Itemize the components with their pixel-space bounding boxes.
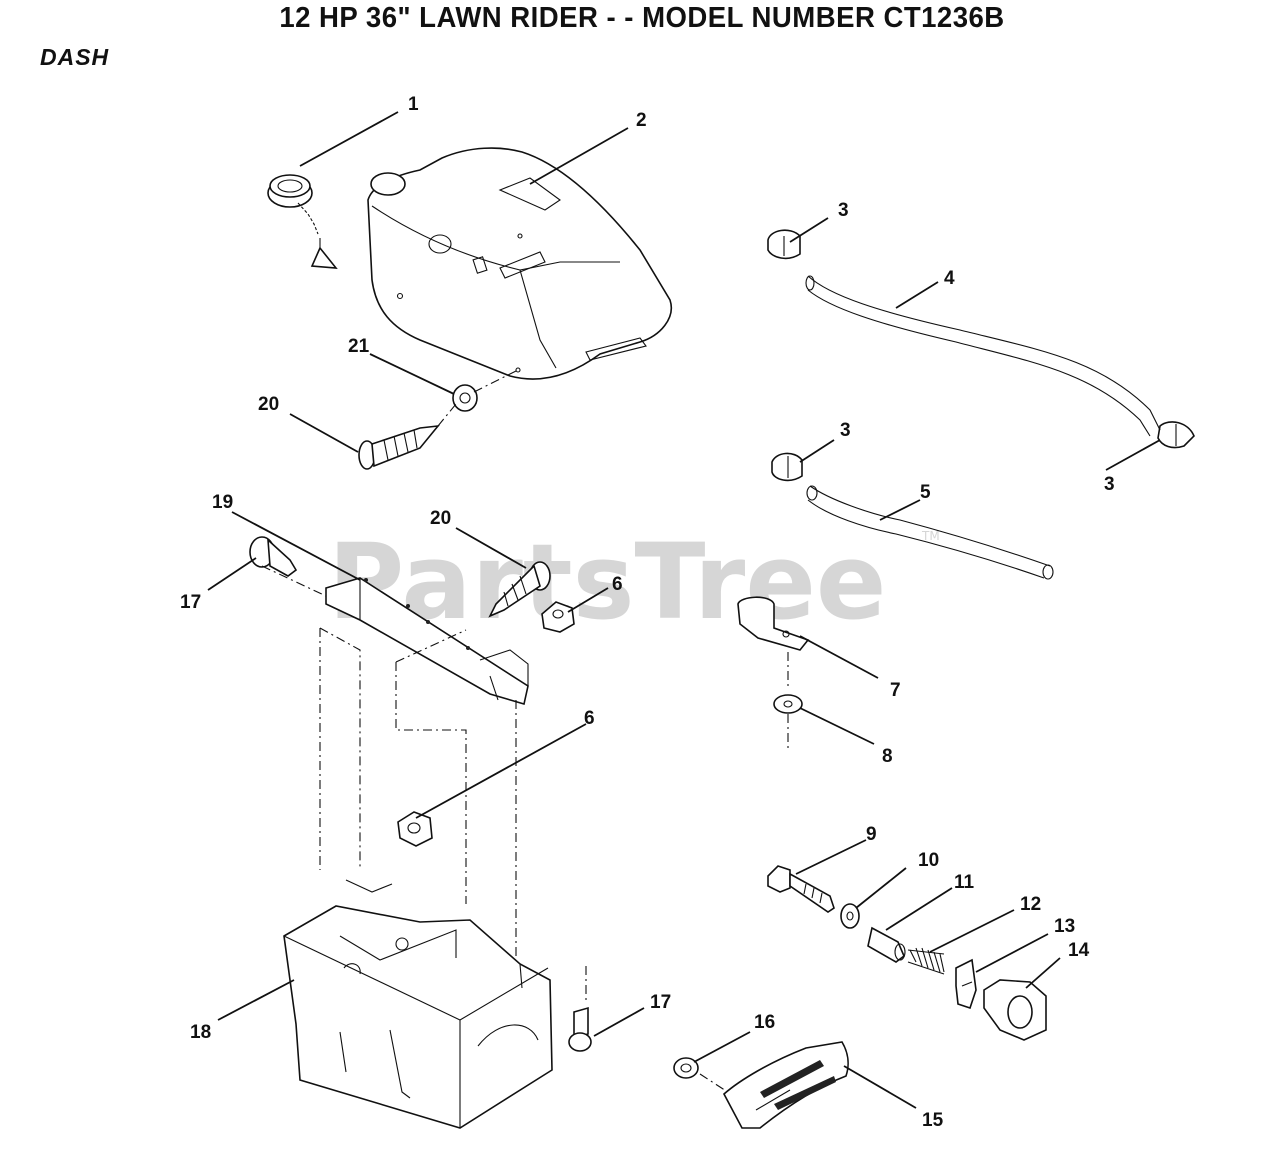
part-13-clip[interactable] (955, 958, 977, 1010)
part-6-nut-lower[interactable] (397, 811, 433, 847)
callout-11: 11 (954, 872, 975, 893)
part-18-dash-support[interactable] (283, 879, 553, 1129)
part-19-bracket[interactable] (325, 577, 529, 706)
part-10-washer[interactable] (840, 903, 860, 929)
callout-15: 15 (922, 1110, 944, 1131)
callout-4: 4 (944, 268, 955, 289)
callout-8: 8 (882, 746, 893, 767)
part-3-clamp-middle[interactable] (771, 452, 803, 482)
section-label: DASH (40, 44, 110, 70)
part-12-spring[interactable] (907, 947, 945, 975)
callout-13: 13 (1054, 916, 1075, 937)
callout-21: 21 (348, 336, 370, 357)
callout-18: 18 (190, 1022, 211, 1043)
callout-6-upper: 6 (612, 574, 623, 595)
callout-16: 16 (754, 1012, 775, 1033)
callout-1: 1 (408, 94, 419, 115)
callout-14: 14 (1068, 940, 1090, 961)
part-4-fuel-line[interactable] (805, 275, 1161, 437)
part-7-clip[interactable] (737, 596, 810, 651)
page-title: 12 HP 36" LAWN RIDER - - MODEL NUMBER CT… (279, 2, 1005, 34)
part-20-screw-upper[interactable] (358, 424, 440, 470)
callout-5: 5 (920, 482, 931, 503)
callout-9: 9 (866, 824, 877, 845)
callout-3-right: 3 (1104, 474, 1115, 495)
callout-6-lower: 6 (584, 708, 595, 729)
watermark-tm: TM (921, 529, 940, 543)
callout-20-upper: 20 (258, 394, 279, 415)
part-11-spacer[interactable] (867, 926, 906, 963)
part-17-bolt-lower[interactable] (568, 1006, 592, 1052)
part-15-cover[interactable] (722, 1041, 849, 1129)
part-3-clamp-right[interactable] (1157, 421, 1195, 449)
part-17-bolt-upper[interactable] (249, 536, 298, 577)
part-2-dash-panel[interactable] (367, 147, 673, 380)
callout-19: 19 (212, 492, 233, 513)
part-3-clamp-upper[interactable] (767, 229, 801, 260)
callout-17-lower: 17 (650, 992, 671, 1013)
part-14-knob[interactable] (983, 979, 1047, 1041)
part-5-fuel-line[interactable] (806, 485, 1054, 580)
callout-17-upper: 17 (180, 592, 201, 613)
part-9-bolt[interactable] (767, 865, 835, 913)
callout-3-middle: 3 (840, 420, 851, 441)
callout-12: 12 (1020, 894, 1041, 915)
part-6-nut-upper[interactable] (541, 601, 575, 633)
part-21-washer[interactable] (452, 384, 478, 412)
callout-20-middle: 20 (430, 508, 451, 529)
callout-7: 7 (890, 680, 901, 701)
callout-3: 3 (838, 200, 849, 221)
part-20-screw-middle[interactable] (488, 561, 551, 618)
callout-2: 2 (636, 110, 647, 131)
part-16-nut[interactable] (673, 1057, 699, 1079)
part-1-fuel-cap[interactable] (267, 174, 338, 269)
part-8-washer[interactable] (773, 694, 803, 714)
callout-10: 10 (918, 850, 939, 871)
